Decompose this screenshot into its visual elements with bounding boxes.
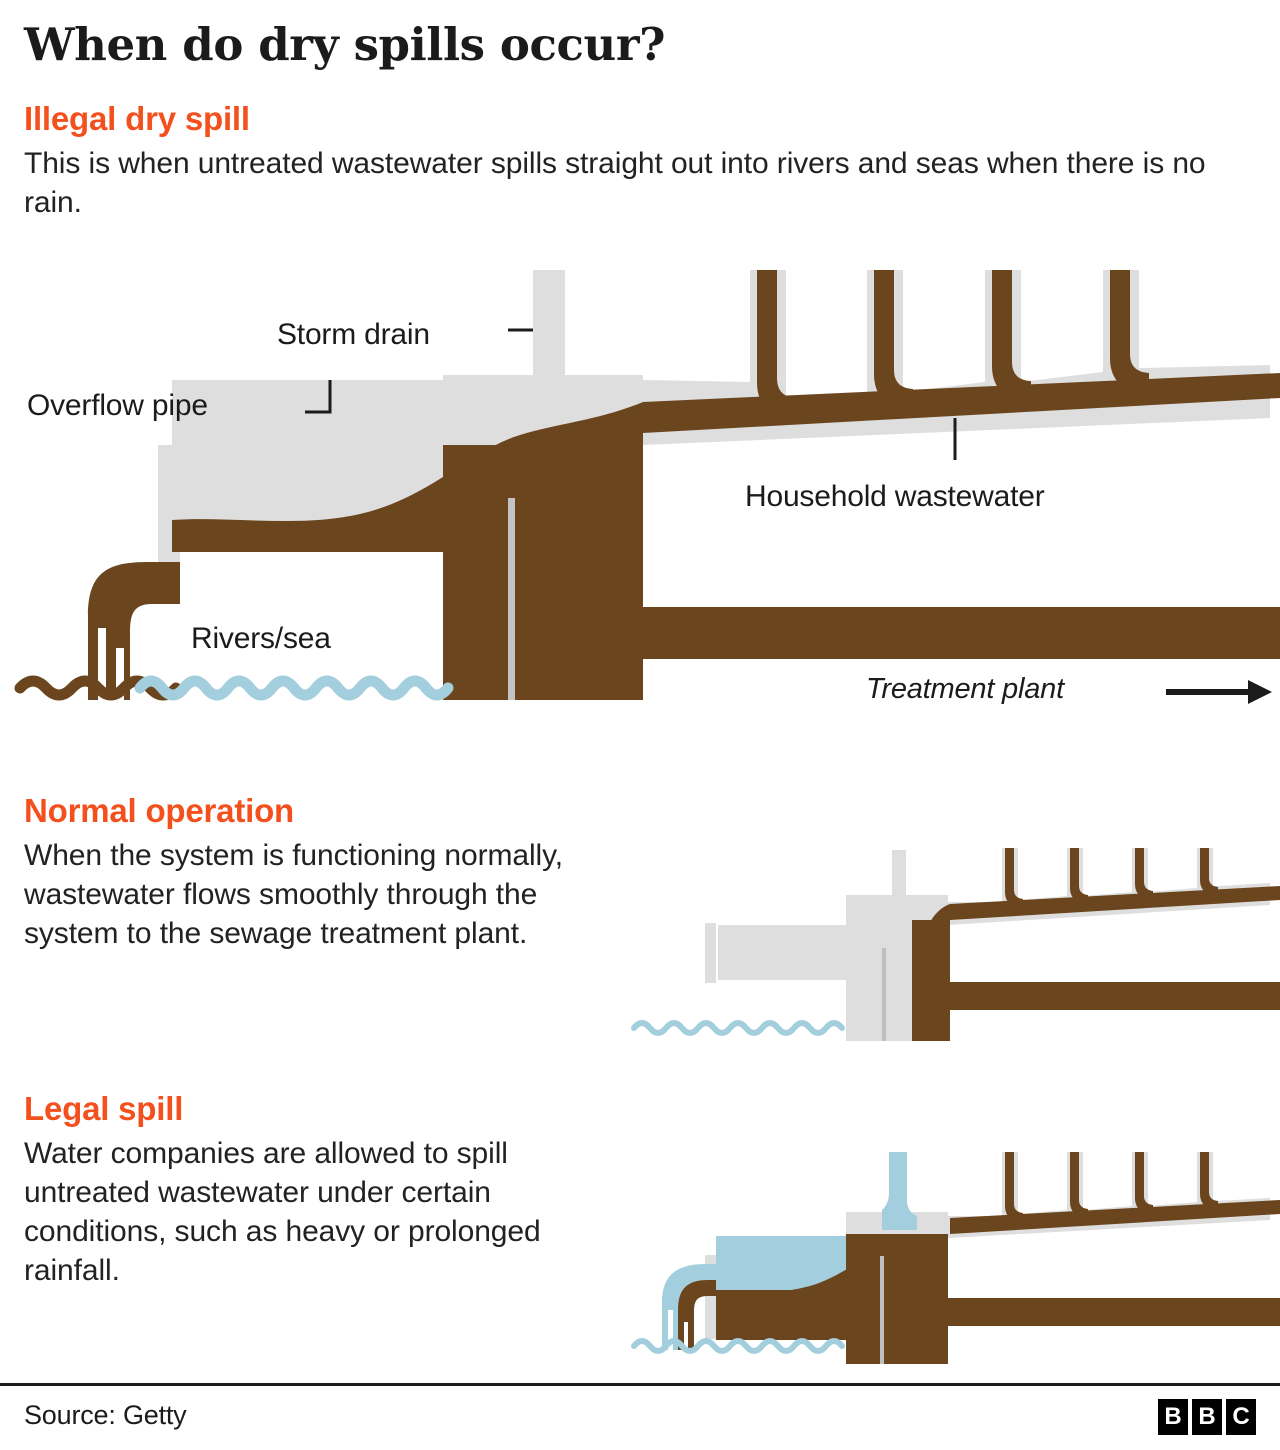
household-gap-a-normal bbox=[1018, 848, 1067, 900]
label-rivers-sea: Rivers/sea bbox=[191, 622, 331, 655]
wastewater-riser-3-normal bbox=[1135, 848, 1153, 900]
discharge-streak-2 bbox=[116, 648, 124, 700]
section-legal-spill-text: Legal spill Water companies are allowed … bbox=[24, 1090, 614, 1290]
storm-drain-riser-normal bbox=[892, 850, 906, 898]
sea-wave-blue bbox=[134, 675, 454, 701]
wastewater-main-slope bbox=[643, 373, 1280, 433]
label-treatment-plant: Treatment plant bbox=[866, 673, 1064, 705]
wastewater-slope-legal bbox=[950, 1200, 1280, 1234]
sea-wave-blue-normal bbox=[631, 1020, 845, 1036]
section-heading-legal-spill: Legal spill bbox=[24, 1090, 184, 1127]
storm-drain-riser bbox=[533, 270, 565, 380]
treatment-plant-arrow bbox=[1166, 680, 1272, 704]
label-overflow-pipe: Overflow pipe bbox=[27, 389, 208, 422]
bbc-logo-letter-3: C bbox=[1226, 1399, 1256, 1435]
footer-divider bbox=[0, 1383, 1280, 1386]
household-gap-b-normal bbox=[1083, 848, 1132, 896]
label-household-wastewater: Household wastewater bbox=[745, 480, 1045, 513]
overflow-discharge-brown bbox=[88, 562, 180, 700]
section-normal-operation-text: Normal operation When the system is func… bbox=[24, 792, 609, 953]
diagram-illegal-dry-spill bbox=[0, 270, 1280, 730]
discharge-streak-1 bbox=[98, 628, 106, 700]
wastewater-riser-1-normal bbox=[1005, 848, 1023, 908]
section-body-normal-operation: When the system is functioning normally,… bbox=[24, 838, 564, 950]
wastewater-in-pipe-2 bbox=[874, 270, 913, 409]
household-gap-c-legal bbox=[1148, 1152, 1197, 1206]
household-gap-b-legal bbox=[1083, 1152, 1132, 1210]
household-gap-left-normal bbox=[948, 848, 1002, 902]
section-illegal-dry-spill-text: Illegal dry spill This is when untreated… bbox=[24, 100, 1239, 222]
wastewater-riser-1-legal bbox=[1005, 1152, 1023, 1222]
discharge-streak-blue bbox=[668, 1310, 673, 1350]
treatment-pipe-normal bbox=[950, 982, 1280, 1010]
overflow-pipe-normal bbox=[718, 925, 850, 980]
bbc-logo-letter-1: B bbox=[1158, 1399, 1188, 1435]
wastewater-riser-4-normal bbox=[1200, 848, 1218, 896]
diagram-legal-spill bbox=[620, 1130, 1280, 1370]
wastewater-in-pipe-4 bbox=[1110, 270, 1149, 393]
leader-line-overflow-pipe bbox=[305, 380, 332, 414]
source-label: Source: Getty bbox=[24, 1400, 187, 1430]
overflow-pipe-mouth bbox=[158, 445, 180, 580]
wastewater-riser-4-legal bbox=[1200, 1152, 1218, 1210]
treatment-pipe bbox=[643, 607, 1280, 659]
household-gap-3 bbox=[1021, 270, 1103, 382]
household-gap-2 bbox=[903, 270, 985, 392]
stormwater-inflow-blue bbox=[882, 1152, 917, 1230]
wastewater-in-pipe-3 bbox=[992, 270, 1031, 401]
wastewater-riser-3-legal bbox=[1135, 1152, 1153, 1214]
sea-wave-blue-legal bbox=[631, 1338, 845, 1354]
section-body-illegal-dry-spill: This is when untreated wastewater spills… bbox=[24, 146, 1206, 219]
discharge-streak-brown bbox=[684, 1322, 688, 1350]
treatment-pipe-legal bbox=[948, 1298, 1280, 1326]
household-gap-c-normal bbox=[1148, 848, 1197, 892]
overflow-pipe-mouth-legal bbox=[705, 1255, 716, 1339]
bbc-logo: B B C bbox=[1158, 1399, 1256, 1435]
wastewater-shaft-legal bbox=[846, 1234, 948, 1364]
page-title: When do dry spills occur? bbox=[24, 18, 666, 71]
household-gap-a-legal bbox=[1018, 1152, 1067, 1214]
section-heading-illegal-dry-spill: Illegal dry spill bbox=[24, 100, 250, 137]
wastewater-vertical-shaft bbox=[443, 445, 643, 700]
label-storm-drain: Storm drain bbox=[277, 318, 430, 351]
wastewater-in-pipe-1 bbox=[757, 270, 796, 418]
section-body-legal-spill: Water companies are allowed to spill unt… bbox=[24, 1136, 541, 1287]
wastewater-shaft-normal bbox=[912, 920, 950, 1041]
household-gap-1 bbox=[786, 270, 867, 403]
bbc-logo-letter-2: B bbox=[1192, 1399, 1222, 1435]
household-gap-left bbox=[643, 270, 750, 382]
wastewater-slope-normal bbox=[950, 886, 1280, 920]
diagram-normal-operation bbox=[620, 830, 1280, 1060]
overflow-pipe-mouth-normal bbox=[705, 923, 716, 983]
section-heading-normal-operation: Normal operation bbox=[24, 792, 295, 829]
internal-divider-normal bbox=[882, 948, 886, 1041]
household-gap-left-legal bbox=[948, 1152, 1002, 1216]
wastewater-riser-2-legal bbox=[1070, 1152, 1088, 1218]
overflow-discharge-blue-legal bbox=[662, 1264, 716, 1350]
polluted-sea-wave bbox=[14, 675, 182, 701]
wastewater-riser-2-normal bbox=[1070, 848, 1088, 904]
internal-divider-legal bbox=[880, 1256, 884, 1364]
internal-divider-line bbox=[508, 498, 515, 700]
wastewater-sludge-base bbox=[716, 1290, 856, 1340]
